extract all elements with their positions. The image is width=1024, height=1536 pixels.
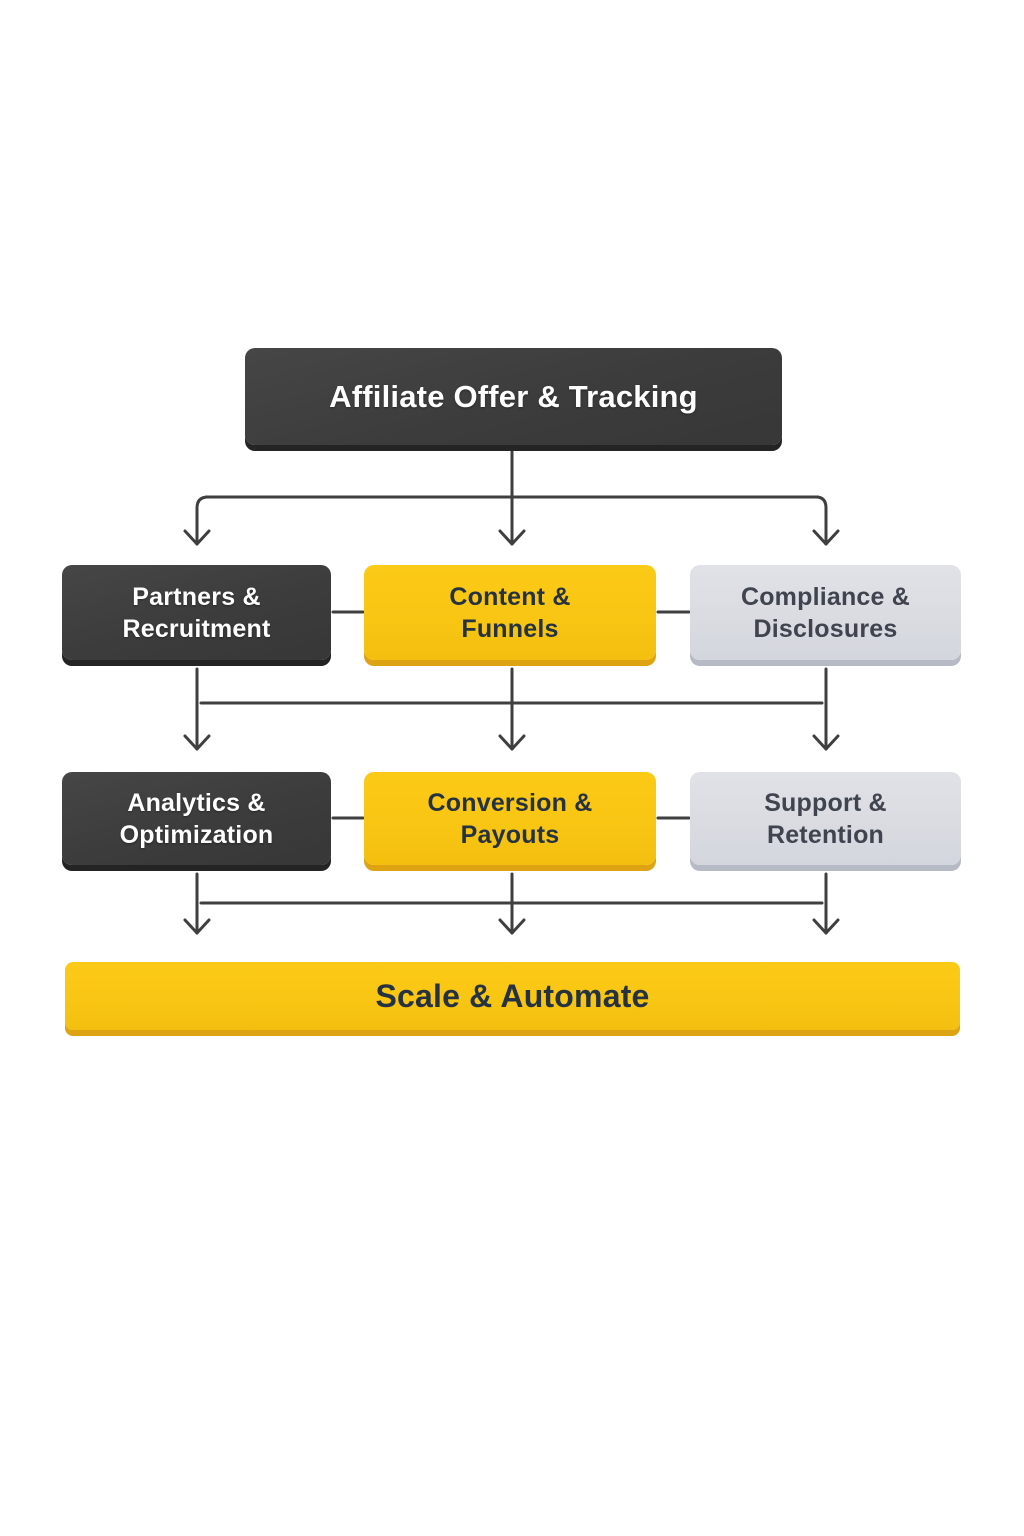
edge-group-top-to-row2 — [183, 450, 840, 546]
node-conversion-payouts: Conversion & Payouts — [364, 772, 656, 865]
node-content-funnels: Content & Funnels — [364, 565, 656, 660]
node-scale-automate: Scale & Automate — [65, 962, 960, 1030]
node-label: Conversion & Payouts — [427, 788, 593, 849]
node-label: Analytics & Optimization — [119, 788, 274, 849]
node-partners-recruitment: Partners & Recruitment — [62, 565, 331, 660]
node-label: Support & Retention — [764, 788, 887, 849]
node-support-retention: Support & Retention — [690, 772, 961, 865]
node-affiliate-offer-tracking: Affiliate Offer & Tracking — [245, 348, 782, 445]
edge-group-row3-to-bottom — [183, 872, 840, 935]
node-compliance-disclosures: Compliance & Disclosures — [690, 565, 961, 660]
node-label: Partners & Recruitment — [122, 582, 271, 643]
node-label: Content & Funnels — [449, 582, 571, 643]
edge-group-row2-to-row3 — [183, 667, 840, 751]
node-analytics-optimization: Analytics & Optimization — [62, 772, 331, 865]
node-label: Scale & Automate — [375, 977, 650, 1014]
node-label: Affiliate Offer & Tracking — [329, 378, 698, 414]
node-label: Compliance & Disclosures — [740, 582, 911, 643]
